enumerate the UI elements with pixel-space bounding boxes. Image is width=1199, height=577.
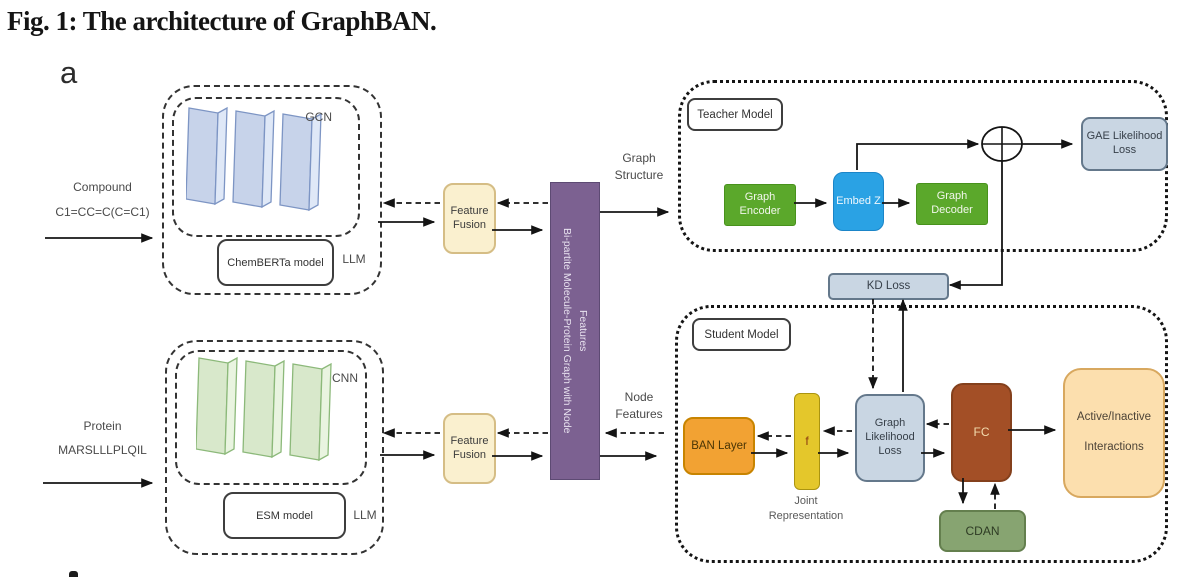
gae-likelihood-loss-box: GAE Likelihood Loss <box>1081 117 1168 171</box>
joint-representation-caption: Joint Representation <box>768 495 844 523</box>
gcn-inner-box <box>172 97 360 237</box>
gcn-label: GCN <box>305 110 332 124</box>
active-inactive-output-box: Active/Inactive Interactions <box>1063 368 1165 498</box>
bipartite-graph-label: Bi-partite Molecule-Protein Graph with N… <box>561 228 589 434</box>
panel-b-partial-label <box>69 571 78 577</box>
teacher-model-label: Teacher Model <box>687 98 783 131</box>
protein-llm-label: LLM <box>353 508 377 522</box>
cnn-slabs-icon <box>196 356 332 462</box>
compound-input-label: Compound <box>73 180 132 194</box>
student-model-box <box>675 305 1168 563</box>
cdan-box: CDAN <box>939 510 1026 552</box>
protein-encoder-box <box>165 340 384 555</box>
feature-fusion-top-box: Feature Fusion <box>443 183 496 254</box>
node-features-label: Node Features <box>615 390 663 422</box>
ban-layer-box: BAN Layer <box>683 417 755 475</box>
graph-decoder-box: Graph Decoder <box>916 183 988 225</box>
cnn-label: CNN <box>332 371 358 385</box>
embed-z-box: Embed Z <box>833 172 884 231</box>
chemberta-model-box: ChemBERTa model <box>217 239 334 286</box>
compound-llm-label: LLM <box>342 252 366 266</box>
fc-box: FC <box>951 383 1012 482</box>
esm-model-box: ESM model <box>223 492 346 539</box>
bipartite-graph-bar: Bi-partite Molecule-Protein Graph with N… <box>550 182 600 480</box>
feature-fusion-bottom-box: Feature Fusion <box>443 413 496 484</box>
joint-representation-bar: f <box>794 393 820 490</box>
graph-likelihood-loss-box: Graph Likelihood Loss <box>855 394 925 482</box>
graph-structure-label: Graph Structure <box>614 151 664 183</box>
panel-a-label: a <box>60 55 78 90</box>
protein-input-label: Protein <box>83 419 122 433</box>
kd-loss-box: KD Loss <box>828 273 949 300</box>
gcn-slabs-icon <box>186 106 322 212</box>
protein-sequence: MARSLLLPLQIL <box>58 443 147 457</box>
compound-smiles: C1=CC=C(C=C1) <box>55 205 150 219</box>
cnn-inner-box <box>175 350 367 485</box>
graph-encoder-box: Graph Encoder <box>724 184 796 226</box>
student-model-label: Student Model <box>692 318 791 351</box>
figure-title: Fig. 1: The architecture of GraphBAN. <box>7 6 437 36</box>
compound-encoder-box <box>162 85 382 295</box>
